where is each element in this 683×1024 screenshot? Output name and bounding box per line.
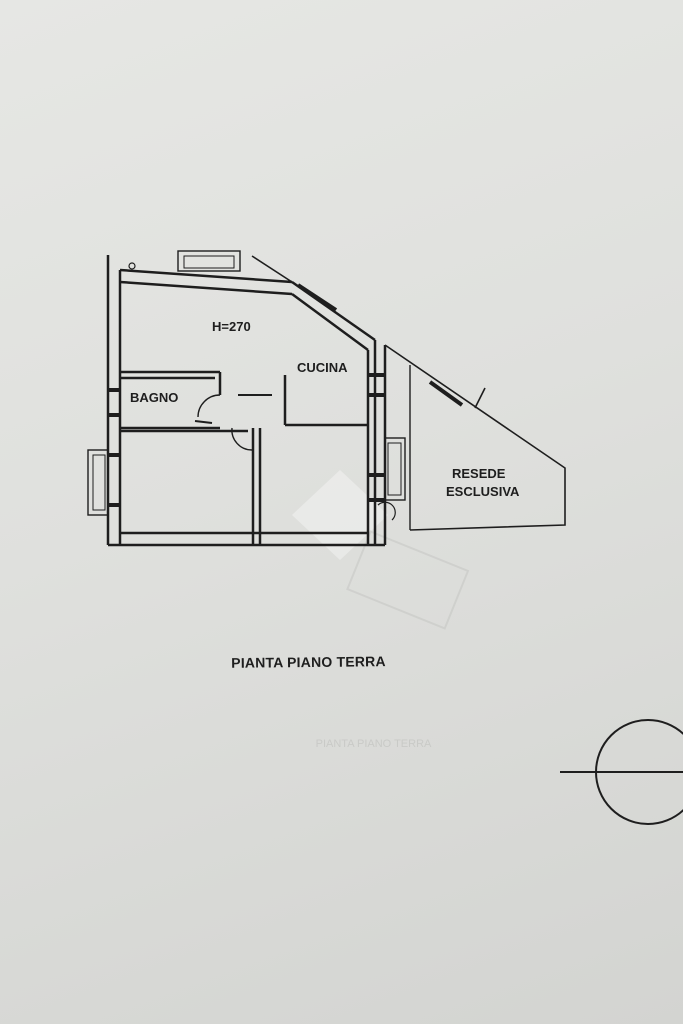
ceiling-height-label: H=270 (212, 319, 251, 334)
watermark-logo (292, 470, 470, 630)
room-label-bagno: BAGNO (130, 390, 178, 405)
room-label-esclusiva: ESCLUSIVA (446, 484, 520, 499)
room-label-cucina: CUCINA (297, 360, 348, 375)
bleed-through-caption: PIANTA PIANO TERRA (315, 738, 432, 750)
room-label-resede: RESEDE (452, 466, 506, 481)
building-walls (87, 250, 566, 547)
orientation-symbol-icon (560, 719, 683, 825)
